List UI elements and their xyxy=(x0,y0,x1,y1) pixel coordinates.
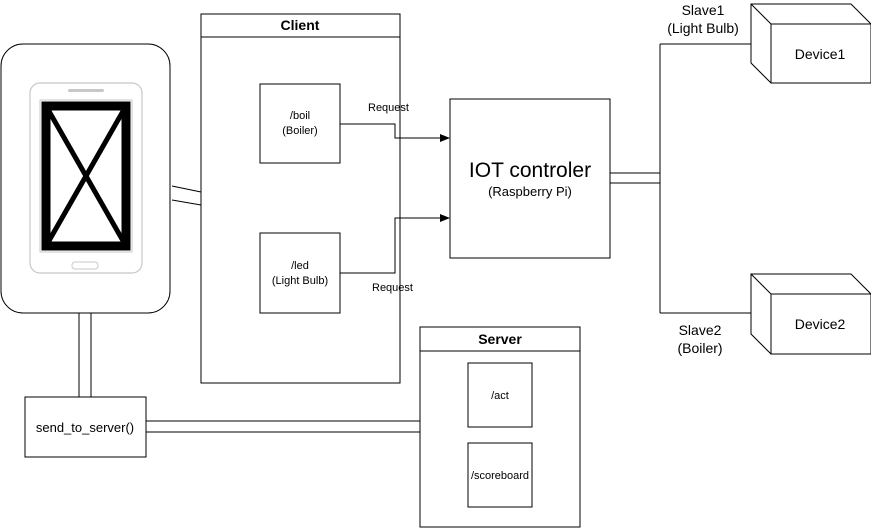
iot-subtitle: (Raspberry Pi) xyxy=(488,184,572,199)
client-title: Client xyxy=(281,17,320,33)
slave2-type: (Boiler) xyxy=(677,340,722,356)
scoreboard-endpoint-box: /scoreboard xyxy=(467,442,533,508)
device2-label: Device2 xyxy=(795,316,846,332)
phone-client-link xyxy=(171,185,202,206)
device1-label: Device1 xyxy=(795,46,846,62)
scoreboard-path: /scoreboard xyxy=(471,470,529,482)
smartphone-icon xyxy=(0,43,171,314)
request-label-top: Request xyxy=(368,102,409,114)
boil-path: /boil xyxy=(290,110,310,122)
send-to-server-box: send_to_server() xyxy=(24,396,147,458)
send-to-server-label: send_to_server() xyxy=(36,420,134,435)
client-container: Client xyxy=(200,13,401,384)
device1-box: Device1 xyxy=(750,3,871,84)
act-endpoint-box: /act xyxy=(467,362,533,428)
boil-name: (Boiler) xyxy=(282,125,317,137)
iot-device-bus xyxy=(610,43,751,314)
request-label-bottom: Request xyxy=(372,282,413,294)
led-path: /led xyxy=(291,260,309,272)
act-path: /act xyxy=(491,390,509,402)
iot-title: IOT controler xyxy=(469,159,591,182)
request-arrow-bottom xyxy=(340,214,450,274)
iot-controller-box: IOT controler (Raspberry Pi) xyxy=(449,98,611,259)
phone-send-link xyxy=(78,313,92,397)
request-arrow-top xyxy=(340,123,450,142)
slave1-label: Slave1 xyxy=(682,2,725,18)
led-endpoint-box: /led (Light Bulb) xyxy=(259,232,341,314)
slave1-type: (Light Bulb) xyxy=(667,20,739,36)
device2-box: Device2 xyxy=(750,273,871,355)
boil-endpoint-box: /boil (Boiler) xyxy=(259,83,341,164)
led-name: (Light Bulb) xyxy=(272,275,328,287)
slave2-label: Slave2 xyxy=(679,322,722,338)
server-title: Server xyxy=(478,331,522,347)
send-server-link xyxy=(146,420,420,433)
